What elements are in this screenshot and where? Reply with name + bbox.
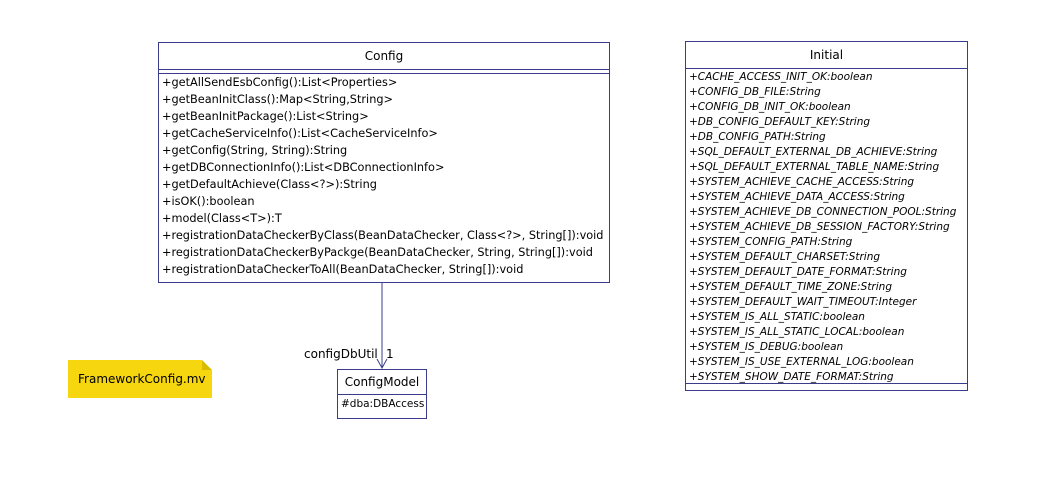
configmodel-attribute-row: #dba:DBAccess	[341, 398, 425, 410]
initial-attribute-row: +SYSTEM_ACHIEVE_DB_CONNECTION_POOL:Strin…	[689, 206, 957, 218]
config-method-row: +registrationDataCheckerByPackge(BeanDat…	[162, 246, 593, 259]
initial-attribute-row: +SYSTEM_SHOW_DATE_FORMAT:String	[689, 371, 894, 383]
config-method-row: +registrationDataCheckerByClass(BeanData…	[162, 229, 604, 242]
config-method-row: +registrationDataCheckerToAll(BeanDataCh…	[162, 263, 524, 276]
config-class-name: Config	[159, 43, 609, 70]
initial-attribute-row: +SYSTEM_IS_DEBUG:boolean	[689, 341, 844, 353]
note-fold-corner	[202, 360, 212, 370]
initial-attribute-row: +SYSTEM_ACHIEVE_DB_SESSION_FACTORY:Strin…	[689, 221, 950, 233]
association-role-label: configDbUtil	[304, 347, 378, 361]
config-method-row: +getCacheServiceInfo():List<CacheService…	[162, 127, 438, 140]
config-method-row: +getAllSendEsbConfig():List<Properties>	[162, 76, 398, 89]
initial-attribute-row: +SYSTEM_DEFAULT_DATE_FORMAT:String	[689, 266, 907, 278]
initial-attribute-row: +SYSTEM_ACHIEVE_DATA_ACCESS:String	[689, 191, 905, 203]
config-methods-compartment: +getAllSendEsbConfig():List<Properties> +…	[159, 74, 609, 278]
config-method-row: +getBeanInitPackage():List<String>	[162, 110, 369, 123]
configmodel-class[interactable]: ConfigModel #dba:DBAccess	[337, 369, 427, 419]
initial-class-name: Initial	[686, 42, 967, 69]
initial-attribute-row: +DB_CONFIG_PATH:String	[689, 131, 826, 143]
note-frameworkconfig[interactable]: FrameworkConfig.mv	[68, 360, 212, 398]
initial-attribute-row: +CONFIG_DB_FILE:String	[689, 86, 821, 98]
configmodel-attributes-compartment: #dba:DBAccess	[338, 395, 426, 413]
initial-attribute-row: +SYSTEM_ACHIEVE_CACHE_ACCESS:String	[689, 176, 915, 188]
configmodel-class-name: ConfigModel	[338, 370, 426, 395]
initial-attribute-row: +SYSTEM_CONFIG_PATH:String	[689, 236, 853, 248]
initial-attribute-row: +SYSTEM_IS_ALL_STATIC_LOCAL:boolean	[689, 326, 905, 338]
initial-attribute-row: +SYSTEM_IS_ALL_STATIC:boolean	[689, 311, 865, 323]
initial-attribute-row: +SYSTEM_DEFAULT_CHARSET:String	[689, 251, 881, 263]
initial-attribute-row: +SYSTEM_DEFAULT_WAIT_TIMEOUT:Integer	[689, 296, 917, 308]
initial-class[interactable]: Initial +CACHE_ACCESS_INIT_OK:boolean +CO…	[685, 41, 968, 391]
note-text: FrameworkConfig.mv	[78, 372, 206, 386]
config-method-row: +getDBConnectionInfo():List<DBConnection…	[162, 161, 445, 174]
config-method-row: +model(Class<T>):T	[162, 212, 282, 225]
config-method-row: +getBeanInitClass():Map<String,String>	[162, 93, 393, 106]
initial-attributes-compartment: +CACHE_ACCESS_INIT_OK:boolean +CONFIG_DB_…	[686, 69, 967, 385]
config-method-row: +getDefaultAchieve(Class<?>):String	[162, 178, 377, 191]
initial-attribute-row: +SQL_DEFAULT_EXTERNAL_DB_ACHIEVE:String	[689, 146, 938, 158]
config-method-row: +isOK():boolean	[162, 195, 255, 208]
config-attributes-compartment	[159, 73, 609, 74]
config-method-row: +getConfig(String, String):String	[162, 144, 348, 157]
association-multiplicity-label: 1	[386, 347, 394, 361]
initial-attribute-row: +CACHE_ACCESS_INIT_OK:boolean	[689, 71, 873, 83]
initial-attribute-row: +SYSTEM_IS_USE_EXTERNAL_LOG:boolean	[689, 356, 914, 368]
initial-attribute-row: +DB_CONFIG_DEFAULT_KEY:String	[689, 116, 871, 128]
initial-attribute-row: +CONFIG_DB_INIT_OK:boolean	[689, 101, 851, 113]
initial-attribute-row: +SQL_DEFAULT_EXTERNAL_TABLE_NAME:String	[689, 161, 940, 173]
initial-methods-compartment	[686, 383, 967, 384]
initial-attribute-row: +SYSTEM_DEFAULT_TIME_ZONE:String	[689, 281, 892, 293]
config-class[interactable]: Config +getAllSendEsbConfig():List<Prope…	[158, 42, 610, 283]
